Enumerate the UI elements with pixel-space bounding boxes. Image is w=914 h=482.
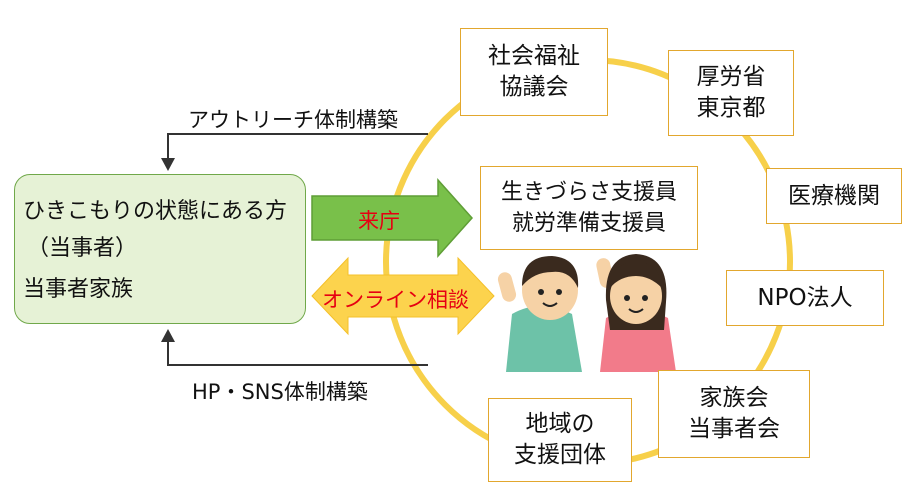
subject-line-2: （当事者）: [27, 236, 138, 261]
partner-medical: 医療機関: [766, 168, 902, 224]
partner-social-welfare-line-1: 社会福祉: [488, 43, 580, 69]
partner-social-welfare-line-2: 協議会: [499, 74, 569, 100]
subject-box: ひきこもりの状態にある方 （当事者） 当事者家族: [14, 174, 306, 324]
partner-npo-line-1: NPO法人: [757, 284, 853, 311]
web-label: HP・SNS体制構築: [192, 380, 368, 404]
partner-community-line-2: 支援団体: [514, 442, 606, 468]
web-arrow-head: [161, 329, 175, 342]
partner-family-line-2: 当事者会: [688, 416, 780, 442]
subject-line-1: ひきこもりの状態にある方: [23, 199, 288, 224]
partner-ministry-line-1: 厚労省: [696, 64, 766, 90]
partner-community-line-1: 地域の: [525, 411, 595, 437]
online-label: オンライン相談: [322, 288, 469, 312]
outreach-arrow-head: [161, 158, 175, 171]
visit-label: 来庁: [358, 209, 400, 233]
subject-line-3: 当事者家族: [23, 277, 134, 302]
partner-social-welfare: 社会福祉 協議会: [460, 28, 608, 116]
supporter-figures: [497, 254, 676, 372]
visit-arrow: [311, 178, 474, 258]
center-line-1: 生きづらさ支援員: [500, 180, 677, 205]
partner-community: 地域の 支援団体: [488, 398, 632, 482]
partner-ministry-line-2: 東京都: [696, 95, 766, 121]
outreach-label: アウトリーチ体制構築: [188, 108, 398, 132]
web-arrow: [167, 338, 428, 366]
center-line-2: 就労準備支援員: [511, 211, 666, 236]
partner-family: 家族会 当事者会: [658, 370, 810, 458]
online-arrow: [311, 256, 495, 336]
partner-medical-line-1: 医療機関: [788, 182, 880, 209]
partner-family-line-1: 家族会: [699, 385, 769, 411]
partner-npo: NPO法人: [726, 270, 884, 326]
partner-ministry-tokyo: 厚労省 東京都: [668, 50, 794, 136]
outreach-arrow: [167, 133, 428, 162]
center-staff-box: 生きづらさ支援員 就労準備支援員: [480, 166, 698, 250]
